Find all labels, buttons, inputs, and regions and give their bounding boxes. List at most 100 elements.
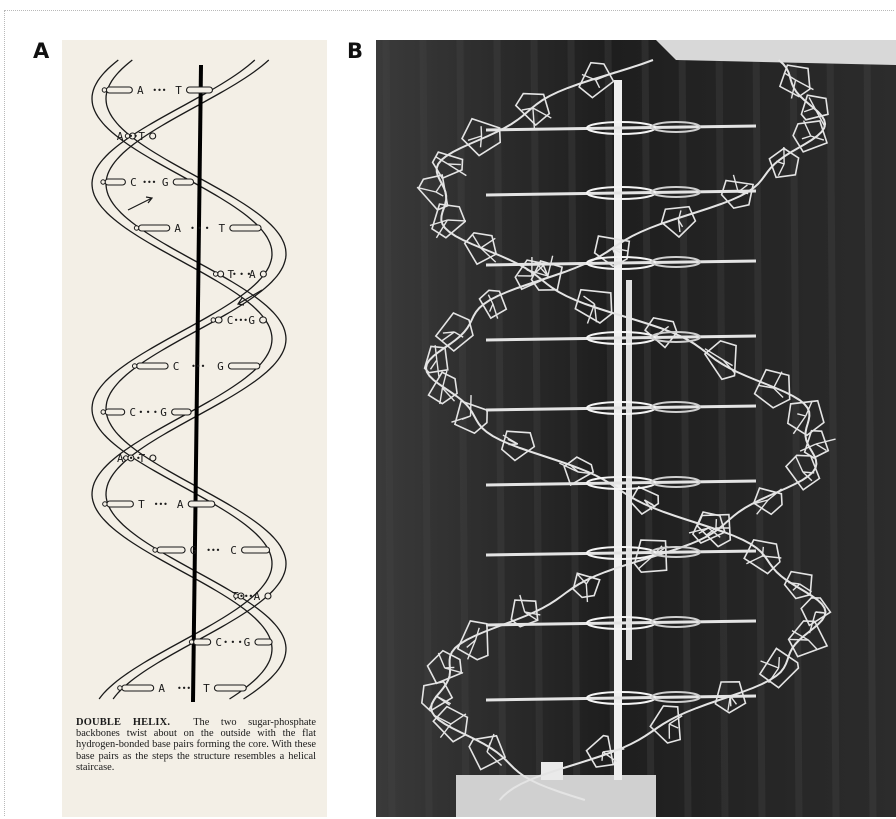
base-right-letter: T <box>175 84 182 97</box>
bond-strut <box>445 667 455 668</box>
base-pair-left-bar <box>106 87 132 93</box>
phosphate-circle <box>132 364 136 368</box>
base-right-letter: T <box>138 130 145 143</box>
base-pair-left-bar <box>137 363 168 369</box>
strand-direction-arrow-up <box>128 197 152 210</box>
base-pair-right-bar <box>150 133 156 139</box>
base-pair-right-bar <box>150 455 156 461</box>
base-right-letter: G <box>248 314 255 327</box>
base-right-letter: C <box>230 544 237 557</box>
base-pair: C•••G <box>211 314 266 327</box>
dna-model-photograph <box>376 40 896 817</box>
phosphate-circle <box>124 456 128 460</box>
base-right-letter: A <box>254 590 261 603</box>
hydrogen-bond-dots: ••• <box>191 362 205 371</box>
backbone-2-outer-edge <box>92 60 272 699</box>
base-pair: A ••• T <box>102 84 212 97</box>
hydrogen-bond-dots: ••• <box>239 592 253 601</box>
hydrogen-bond-dots: • • • <box>223 638 242 647</box>
base-right-letter: G <box>217 360 224 373</box>
base-pair: G ••• C <box>153 544 270 557</box>
phosphate-circle <box>103 502 107 506</box>
bond-strut <box>481 136 482 147</box>
phosphate-circle <box>101 180 105 184</box>
panel-b-model-photo <box>376 40 896 817</box>
bond-strut <box>762 547 763 556</box>
base-pair-right-bar <box>214 685 246 691</box>
bond-strut <box>816 612 824 613</box>
base-left-letter: G <box>190 544 197 557</box>
base-pair: T•••A <box>232 590 271 603</box>
caption-title: DOUBLE HELIX. <box>76 717 170 728</box>
base-pair-right-bar <box>242 547 270 553</box>
phosphate-circle <box>101 410 105 414</box>
base-pair-left-bar <box>122 685 154 691</box>
base-pair-right-bar <box>188 501 215 507</box>
support-rod <box>614 80 622 780</box>
bond-strut <box>779 657 780 668</box>
base-right-letter: A <box>249 268 256 281</box>
double-helix-diagram: A•••TA•••TC•••GA• • •TT• • •AC•••GC•••GC… <box>62 40 327 710</box>
panel-label-b: B <box>347 41 363 62</box>
base-right-letter: G <box>162 176 169 189</box>
base-pair: A• • •T <box>117 452 156 465</box>
caption: DOUBLE HELIX. The two sugar-phosphate ba… <box>76 717 316 773</box>
base-pair-left-bar <box>107 501 134 507</box>
base-pair-right-bar <box>265 593 271 599</box>
base-right-letter: T <box>203 682 210 695</box>
base-left-letter: C <box>227 314 234 327</box>
phosphate-circle <box>213 272 217 276</box>
base-left-letter: A <box>137 84 144 97</box>
base-pair: C• • •G <box>101 406 191 419</box>
hydrogen-bond-dots: ••• <box>177 684 191 693</box>
hydrogen-bond-dots: ••• <box>234 316 248 325</box>
base-pair-right-bar <box>187 87 213 93</box>
hydrogen-bond-dots: ••• <box>152 86 166 95</box>
bond-strut <box>790 639 809 640</box>
phosphate-circle <box>125 134 129 138</box>
base-pair-left-bar <box>194 639 211 645</box>
base-pair-right-bar <box>228 363 259 369</box>
base-pair: C ••• G <box>101 176 194 189</box>
base-right-letter: G <box>244 636 251 649</box>
phosphate-circle <box>234 594 238 598</box>
phosphate-circle <box>134 226 138 230</box>
panel-a-helix-diagram: A•••TA•••TC•••GA• • •TT• • •AC•••GC•••GC… <box>62 40 327 817</box>
panel-label-a: A <box>33 41 49 62</box>
base-left-letter: A <box>117 130 124 143</box>
base-pair-left-bar <box>218 271 224 277</box>
base-left-letter: C <box>129 406 136 419</box>
bond-strut <box>447 220 466 221</box>
base-pair-left-bar <box>105 179 125 185</box>
base-left-letter: A <box>158 682 165 695</box>
base-left-letter: C <box>130 176 137 189</box>
base-pair-left-bar <box>215 317 222 323</box>
base-right-letter: A <box>177 498 184 511</box>
base-pair-right-bar <box>260 317 267 323</box>
base-left-letter: C <box>215 636 222 649</box>
phosphate-circle <box>211 318 215 322</box>
base-pair-right-bar <box>230 225 261 231</box>
bond-strut <box>471 395 472 416</box>
base-pair-right-bar <box>172 409 191 415</box>
base-left-letter: T <box>138 498 145 511</box>
base-pair-right-bar <box>260 271 266 277</box>
hydrogen-bond-dots: ••• <box>206 546 220 555</box>
base-left-letter: C <box>173 360 180 373</box>
base-pair-left-bar <box>105 409 124 415</box>
phosphate-circle <box>153 548 157 552</box>
base-pair-left-bar <box>157 547 185 553</box>
base-right-letter: T <box>139 452 146 465</box>
hydrogen-bond-dots: ••• <box>142 178 156 187</box>
base-pair-left-bar <box>139 225 170 231</box>
phosphate-circle <box>189 640 193 644</box>
base-pair: A ••• T <box>118 682 247 695</box>
helix-axis <box>193 65 201 702</box>
base-pair: T ••• A <box>103 498 215 511</box>
base-pair-right-bar <box>173 179 193 185</box>
phosphate-circle <box>118 686 122 690</box>
base-right-letter: T <box>219 222 226 235</box>
bond-strut <box>602 752 603 761</box>
base-left-letter: A <box>174 222 181 235</box>
hydrogen-bond-dots: ••• <box>154 500 168 509</box>
